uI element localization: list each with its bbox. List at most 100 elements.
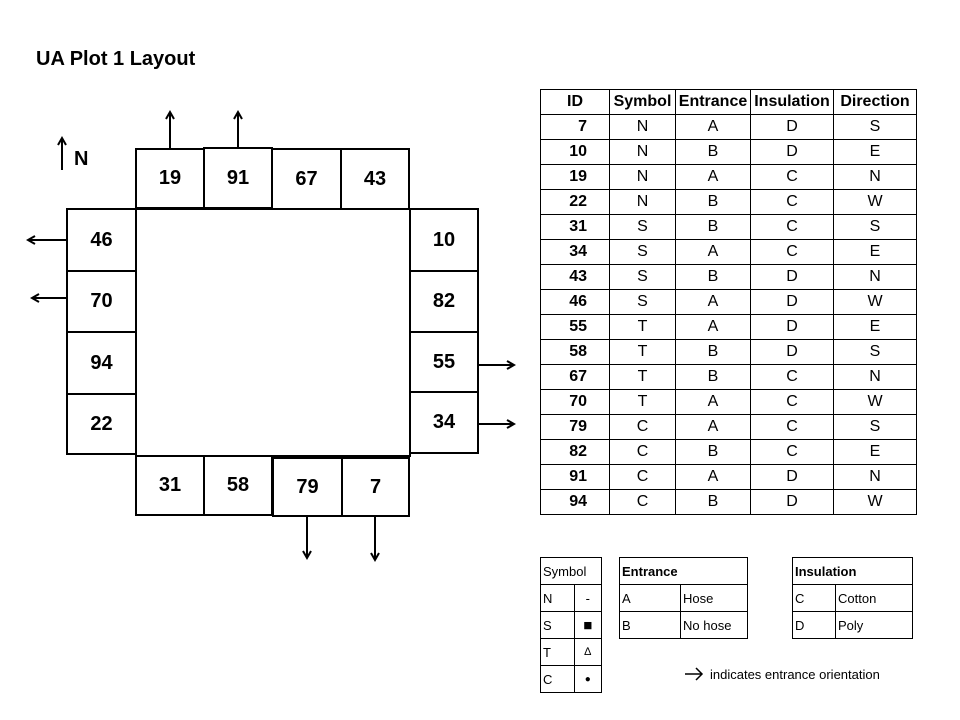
symbol-legend: Symbol N - S ■ T ∆ C ●	[540, 557, 603, 693]
table-cell: D	[750, 489, 834, 515]
cell-id: 22	[540, 189, 610, 215]
table-cell: A	[675, 464, 751, 490]
plot-right-4: 34	[409, 391, 479, 454]
plot-left-2: 70	[66, 270, 137, 333]
table-cell: C	[750, 164, 834, 190]
table-cell: D	[750, 264, 834, 290]
table-cell: N	[833, 164, 917, 190]
col-header-direction: Direction	[833, 89, 917, 115]
col-header-id: ID	[540, 89, 610, 115]
symbol-code: T	[540, 638, 575, 666]
table-cell: S	[609, 289, 676, 315]
plot-top-3: 67	[271, 148, 342, 210]
north-label: N	[74, 148, 89, 170]
cell-id: 94	[540, 489, 610, 515]
cell-id: 43	[540, 264, 610, 290]
entrance-desc: No hose	[680, 611, 748, 639]
table-cell: N	[833, 464, 917, 490]
orientation-note-text: indicates entrance orientation	[710, 666, 880, 682]
symbol-glyph: ●	[573, 665, 603, 693]
table-cell: T	[609, 339, 676, 365]
table-cell: E	[833, 239, 917, 265]
symbol-legend-header: Symbol	[540, 557, 602, 585]
cell-id: 31	[540, 214, 610, 240]
inner-field	[135, 208, 411, 457]
plot-right-1: 10	[409, 208, 479, 272]
table-cell: C	[750, 439, 834, 465]
table-cell: D	[750, 464, 834, 490]
cell-id: 70	[540, 389, 610, 415]
table-cell: S	[833, 339, 917, 365]
table-cell: D	[750, 339, 834, 365]
plot-right-2: 82	[409, 270, 479, 333]
insulation-desc: Cotton	[835, 584, 913, 612]
table-cell: E	[833, 314, 917, 340]
table-cell: N	[609, 164, 676, 190]
table-cell: T	[609, 364, 676, 390]
table-cell: C	[750, 239, 834, 265]
table-cell: C	[609, 439, 676, 465]
table-cell: D	[750, 139, 834, 165]
table-cell: W	[833, 289, 917, 315]
entrance-code: B	[619, 611, 681, 639]
table-cell: D	[750, 114, 834, 140]
table-cell: B	[675, 489, 751, 515]
plot-left-3: 94	[66, 331, 137, 395]
table-cell: S	[833, 114, 917, 140]
plot-right-3: 55	[409, 331, 479, 393]
table-cell: S	[609, 239, 676, 265]
table-cell: S	[609, 264, 676, 290]
table-cell: S	[833, 414, 917, 440]
table-cell: C	[750, 214, 834, 240]
col-header-symbol: Symbol	[609, 89, 676, 115]
table-cell: C	[750, 364, 834, 390]
table-cell: W	[833, 189, 917, 215]
table-header-row: ID Symbol Entrance Insulation Direction	[540, 89, 917, 115]
table-cell: A	[675, 239, 751, 265]
table-cell: A	[675, 314, 751, 340]
table-cell: A	[675, 114, 751, 140]
cell-id: 82	[540, 439, 610, 465]
table-cell: W	[833, 389, 917, 415]
table-cell: A	[675, 414, 751, 440]
table-cell: B	[675, 339, 751, 365]
table-cell: N	[833, 364, 917, 390]
plot-bottom-3: 79	[272, 457, 343, 517]
insulation-code: D	[792, 611, 836, 639]
table-cell: B	[675, 214, 751, 240]
cell-id: 91	[540, 464, 610, 490]
table-cell: T	[609, 314, 676, 340]
page-title: UA Plot 1 Layout	[36, 48, 196, 70]
entrance-code: A	[619, 584, 681, 612]
insulation-desc: Poly	[835, 611, 913, 639]
plot-info-table: ID Symbol Entrance Insulation Direction …	[540, 89, 917, 515]
table-cell: C	[750, 189, 834, 215]
table-cell: C	[609, 414, 676, 440]
insulation-code: C	[792, 584, 836, 612]
plot-bottom-1: 31	[135, 455, 205, 516]
table-cell: T	[609, 389, 676, 415]
symbol-glyph: ∆	[573, 638, 603, 666]
table-cell: B	[675, 364, 751, 390]
right-arrow-icon	[685, 667, 704, 681]
table-cell: B	[675, 264, 751, 290]
table-cell: C	[609, 464, 676, 490]
table-cell: B	[675, 439, 751, 465]
plot-bottom-2: 58	[203, 455, 273, 516]
plot-left-4: 22	[66, 393, 137, 455]
symbol-code: S	[540, 611, 575, 639]
cell-id: 67	[540, 364, 610, 390]
table-cell: D	[750, 314, 834, 340]
plot-top-4: 43	[340, 148, 410, 210]
table-cell: B	[675, 189, 751, 215]
